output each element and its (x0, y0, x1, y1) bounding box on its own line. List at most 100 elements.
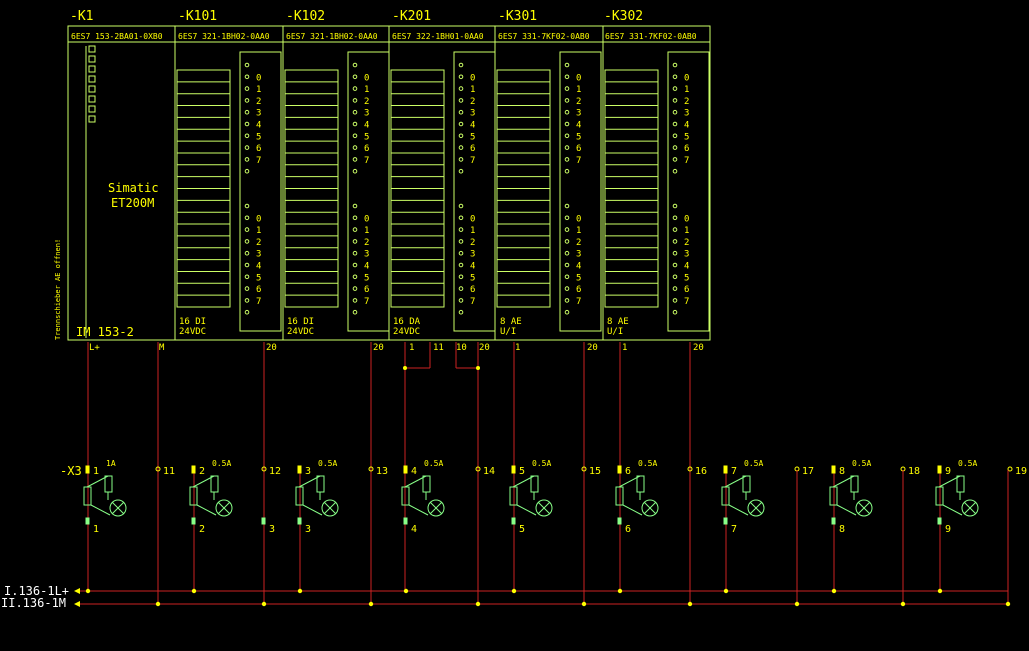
channel-dot (352, 262, 358, 268)
channel-dot (458, 62, 464, 68)
channel-label: 4 (576, 121, 581, 131)
channel-dot (352, 109, 358, 115)
module-desc-2: 24VDC (393, 327, 420, 337)
lamp-link (836, 504, 857, 516)
module-part-number: 6ES7 331-7KF02-0AB0 (605, 32, 697, 41)
fuse-terminal-number: 4 (411, 466, 417, 477)
channel-dot (672, 298, 678, 303)
fuse-bottom-number: 2 (199, 524, 205, 535)
bus-junction-dot (617, 588, 623, 594)
channel-dot (564, 215, 570, 221)
channel-label: 6 (364, 144, 369, 154)
channel-label: 0 (364, 214, 369, 224)
channel-dot (458, 98, 464, 103)
channel-label: 0 (684, 73, 689, 83)
im-status-led (88, 55, 96, 63)
channel-label: 7 (364, 297, 369, 307)
fuse-terminal-top (723, 465, 728, 474)
fuse-rating: 0.5A (744, 459, 763, 468)
im-model: IM 153-2 (76, 325, 134, 339)
channel-label: 2 (256, 97, 261, 107)
channel-dot (564, 274, 570, 280)
module-terminal: 1 (515, 343, 520, 353)
channel-label: 0 (684, 214, 689, 224)
fuse-terminal-top (617, 465, 622, 474)
module-part-number: 6ES7 321-1BH02-0AA0 (178, 32, 270, 41)
terminal-block-tag: -X3 (60, 464, 82, 478)
channel-dot (564, 250, 570, 256)
channel-dot (564, 262, 570, 268)
channel-dot (458, 109, 464, 115)
channel-label: 5 (576, 273, 581, 283)
fuse-terminal-number: 7 (731, 466, 737, 477)
im-terminal-lplus: L+ (89, 343, 100, 353)
bus-junction-dot (368, 601, 374, 607)
channel-dot (564, 239, 570, 244)
channel-dot (244, 227, 250, 232)
channel-label: 5 (470, 132, 475, 142)
common-terminal (687, 466, 693, 472)
channel-dot (564, 62, 570, 68)
channel-dot (352, 286, 358, 291)
fuse-rating: 0.5A (424, 459, 443, 468)
channel-dot (564, 298, 570, 303)
channel-label: 5 (684, 273, 689, 283)
channel-dot (352, 86, 358, 91)
bus-junction-dot (687, 601, 693, 607)
channel-dot (352, 298, 358, 303)
channel-dot (672, 98, 678, 103)
common-terminal-number: 14 (483, 466, 495, 477)
common-terminal-number: 13 (376, 466, 388, 477)
channel-label: 1 (684, 85, 689, 95)
channel-label: 4 (364, 262, 369, 272)
channel-label: 3 (256, 109, 261, 119)
channel-dot (352, 133, 358, 139)
fuse-rating: 1A (106, 459, 116, 468)
fuse-bottom-number: 3 (305, 524, 311, 535)
im-name-line2: ET200M (111, 196, 154, 210)
module-k301: -K301 6ES7 331-7KF02-0AB0 8 AE U/I 1 20 (498, 9, 598, 353)
channel-label: 7 (470, 156, 475, 166)
bus-minus-arrow (74, 601, 80, 607)
junction-dot (476, 366, 480, 370)
channel-dot (564, 286, 570, 291)
channel-label: 6 (470, 285, 475, 295)
channel-label: 6 (364, 285, 369, 295)
channel-dot (672, 62, 678, 68)
channel-label: 1 (576, 85, 581, 95)
lamp-link (516, 504, 537, 516)
im-status-led (88, 65, 96, 73)
channel-dot (458, 168, 464, 174)
channel-dot (352, 250, 358, 256)
channel-label: 7 (684, 297, 689, 307)
channel-label: 4 (576, 262, 581, 272)
im-status-led (88, 95, 96, 103)
channel-label: 3 (470, 109, 475, 119)
channel-label: 2 (470, 97, 475, 107)
module-desc-1: 8 AE (607, 317, 629, 327)
channel-label: 2 (364, 97, 369, 107)
lamp-icon (747, 499, 765, 517)
fuse-terminal-top (511, 465, 516, 474)
lamp-link (618, 475, 641, 488)
fuse-bottom-number: 9 (945, 524, 951, 535)
fuse-terminal-top (831, 465, 836, 474)
channel-dot (244, 145, 250, 150)
channel-dot (458, 133, 464, 139)
fuse-terminal-top (191, 465, 196, 474)
lamp-cross (857, 501, 871, 515)
lamp-link (942, 504, 963, 516)
channel-label: 7 (470, 297, 475, 307)
module-tag: -K302 (604, 9, 643, 24)
channel-label: 6 (684, 285, 689, 295)
channel-label: 3 (684, 250, 689, 260)
channel-dot (672, 168, 678, 174)
channel-dot (244, 274, 250, 280)
lamp-link (298, 475, 321, 488)
channel-dot (458, 274, 464, 280)
im-status-led (88, 105, 96, 113)
channel-dot (458, 227, 464, 232)
channel-label: 1 (256, 85, 261, 95)
fuse-bottom-number: 5 (519, 524, 525, 535)
module-desc-1: 16 DA (393, 317, 421, 327)
